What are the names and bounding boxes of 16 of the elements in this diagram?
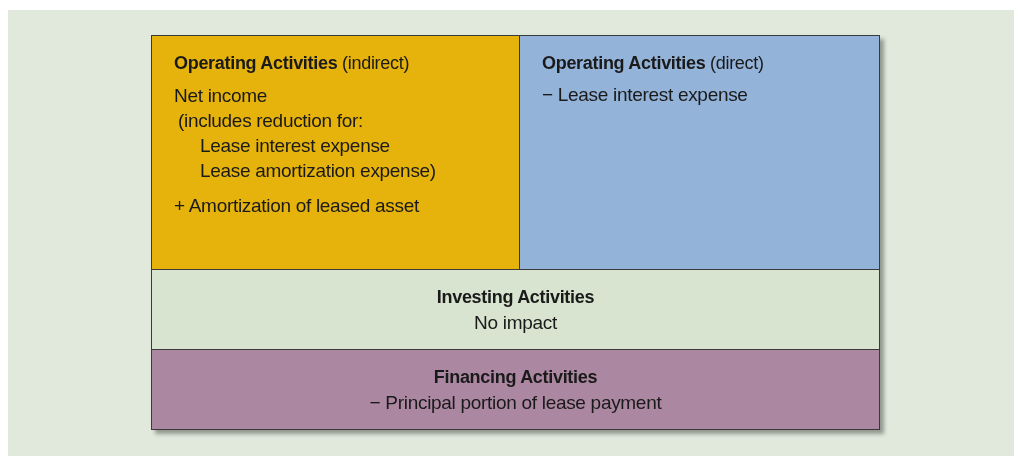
line-item: − Principal portion of lease payment — [369, 391, 662, 415]
line-item: No impact — [474, 311, 557, 335]
activity-panel — [152, 36, 520, 270]
section-heading: Investing Activities — [436, 286, 595, 309]
activity-panel — [520, 36, 879, 270]
activity-panel — [152, 350, 879, 429]
line-item: (includes reduction for: — [177, 109, 363, 133]
activity-panel — [152, 270, 879, 350]
line-item: Lease interest expense — [199, 134, 390, 158]
line-item: − Lease interest expense — [542, 83, 748, 107]
line-item: Lease amortization expense) — [199, 159, 436, 183]
line-item: Net income — [174, 84, 268, 108]
line-item: + Amortization of leased asset — [174, 194, 419, 218]
section-heading: Financing Activities — [433, 366, 598, 389]
section-heading: Operating Activities (direct) — [542, 52, 764, 75]
section-heading: Operating Activities (indirect) — [174, 52, 410, 75]
